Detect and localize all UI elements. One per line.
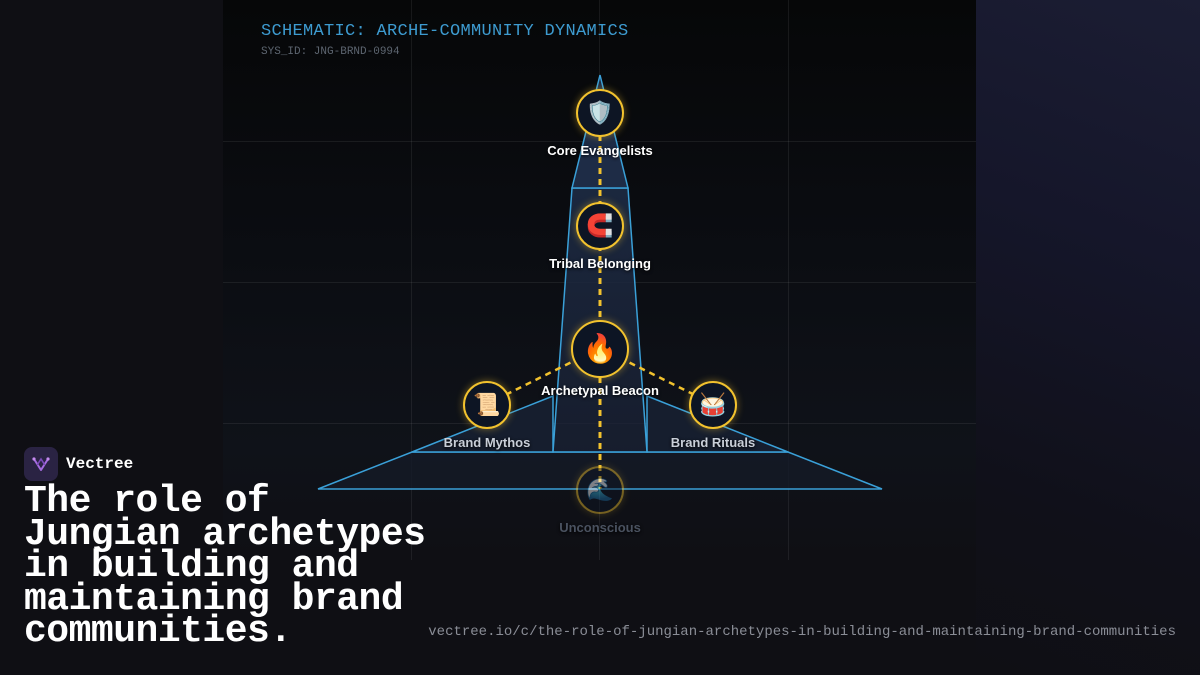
vectree-logo-icon bbox=[24, 447, 58, 481]
grid-line bbox=[788, 0, 789, 560]
node-label-unconscious: Unconscious bbox=[559, 520, 641, 535]
page-title: The role of Jungian archetypes in buildi… bbox=[24, 480, 426, 654]
shield-icon[interactable]: 🛡️ bbox=[576, 89, 624, 137]
node-label-brand-mythos: Brand Mythos bbox=[443, 435, 531, 450]
magnet-icon[interactable]: 🧲 bbox=[576, 202, 624, 250]
background-gradient bbox=[976, 0, 1200, 675]
node-label-core-evangelists: Core Evangelists bbox=[547, 143, 653, 158]
wave-icon[interactable]: 🌊 bbox=[576, 466, 624, 514]
article-url[interactable]: vectree.io/c/the-role-of-jungian-archety… bbox=[428, 624, 1176, 640]
brand-name: Vectree bbox=[66, 455, 134, 473]
schematic-id: SYS_ID: JNG-BRND-0994 bbox=[261, 46, 400, 58]
grid-line bbox=[411, 0, 412, 560]
node-label-archetypal-beacon: Archetypal Beacon bbox=[541, 383, 659, 398]
drum-icon[interactable]: 🥁 bbox=[689, 381, 737, 429]
fire-icon[interactable]: 🔥 bbox=[571, 320, 629, 378]
scroll-icon[interactable]: 📜 bbox=[463, 381, 511, 429]
node-label-tribal-belonging: Tribal Belonging bbox=[549, 256, 651, 271]
schematic-title: SCHEMATIC: ARCHE-COMMUNITY DYNAMICS bbox=[261, 22, 629, 41]
node-label-brand-rituals: Brand Rituals bbox=[670, 435, 756, 450]
brand: Vectree bbox=[24, 447, 133, 481]
